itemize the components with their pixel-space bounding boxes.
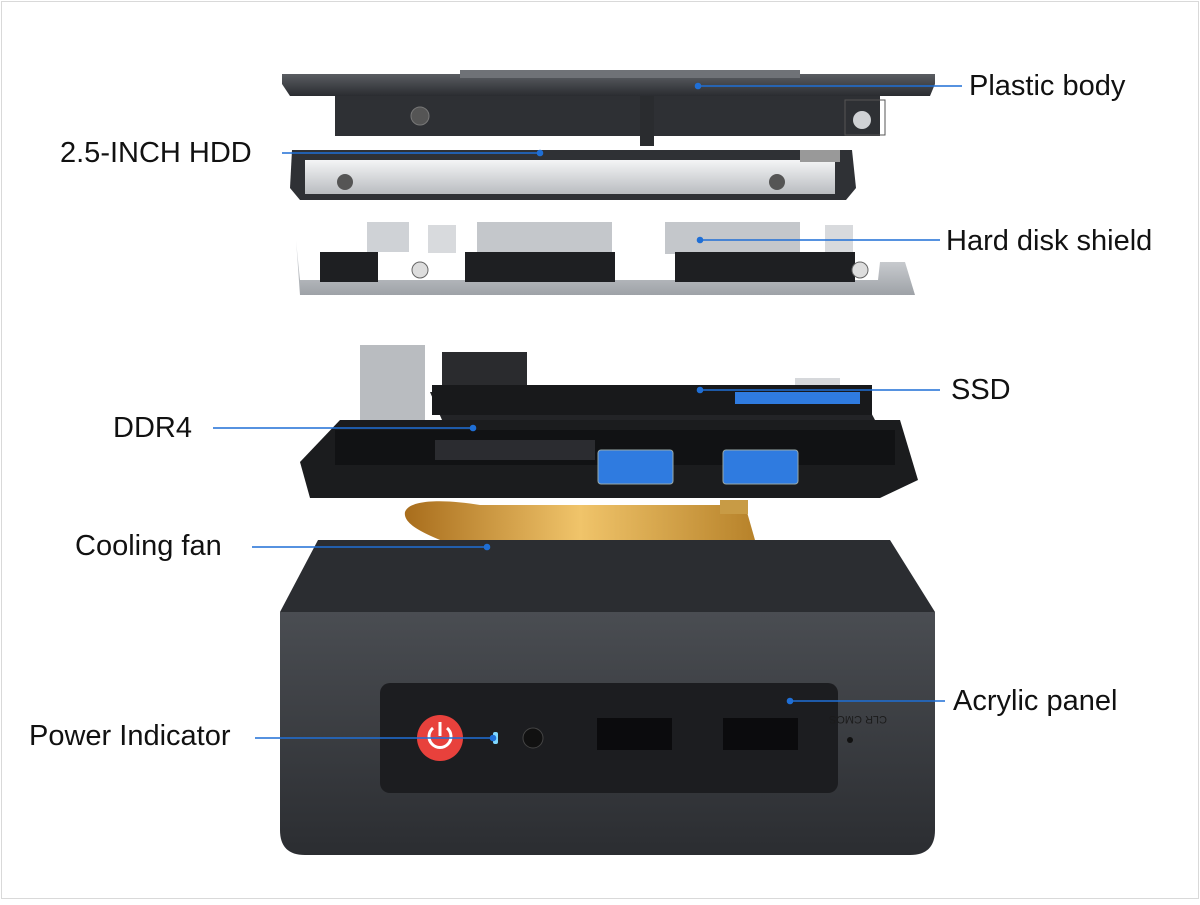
label-hard-disk-shield: Hard disk shield — [946, 225, 1153, 257]
plastic-body-part — [282, 70, 935, 146]
label-ddr4: DDR4 — [113, 412, 192, 444]
label-hdd: 2.5-INCH HDD — [60, 137, 252, 169]
chassis-part — [280, 540, 935, 855]
motherboard-part — [300, 345, 918, 498]
hard-disk-shield-part — [296, 222, 915, 295]
clr-cmos-text: CLR CMOS — [829, 713, 887, 725]
hdd-part — [290, 150, 856, 200]
label-ssd: SSD — [951, 374, 1011, 406]
leader-lines — [213, 82, 962, 742]
label-plastic-body: Plastic body — [969, 70, 1126, 102]
label-cooling-fan: Cooling fan — [75, 530, 222, 562]
label-acrylic-panel: Acrylic panel — [953, 685, 1118, 717]
label-power-indicator: Power Indicator — [29, 720, 231, 752]
